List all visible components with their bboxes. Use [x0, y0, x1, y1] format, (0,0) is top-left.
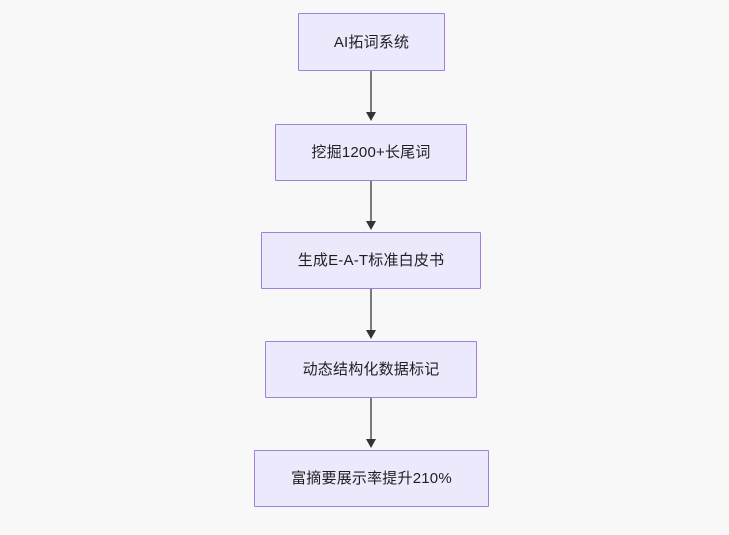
flow-node-n4[interactable]: 动态结构化数据标记: [265, 341, 477, 398]
flow-edge-n3-n4: [370, 289, 372, 332]
flow-edge-n1-n2: [370, 71, 372, 115]
flow-node-n3[interactable]: 生成E-A-T标准白皮书: [261, 232, 481, 289]
flow-edge-n4-n5: [370, 398, 372, 441]
flow-node-n5[interactable]: 富摘要展示率提升210%: [254, 450, 489, 507]
flow-node-label: 动态结构化数据标记: [302, 361, 440, 378]
flow-node-n2[interactable]: 挖掘1200+长尾词: [275, 124, 467, 181]
flow-node-label: 富摘要展示率提升210%: [291, 470, 452, 487]
flow-arrowhead-n1-n2: [366, 112, 376, 121]
flow-node-label: AI拓词系统: [333, 33, 410, 51]
flow-arrowhead-n4-n5: [366, 439, 376, 448]
flow-node-label: 挖掘1200+长尾词: [311, 144, 431, 161]
flow-arrowhead-n3-n4: [366, 330, 376, 339]
flow-arrowhead-n2-n3: [366, 221, 376, 230]
flow-node-label: 生成E-A-T标准白皮书: [297, 252, 445, 269]
flow-node-n1[interactable]: AI拓词系统: [298, 13, 445, 71]
flow-edge-n2-n3: [370, 181, 372, 223]
